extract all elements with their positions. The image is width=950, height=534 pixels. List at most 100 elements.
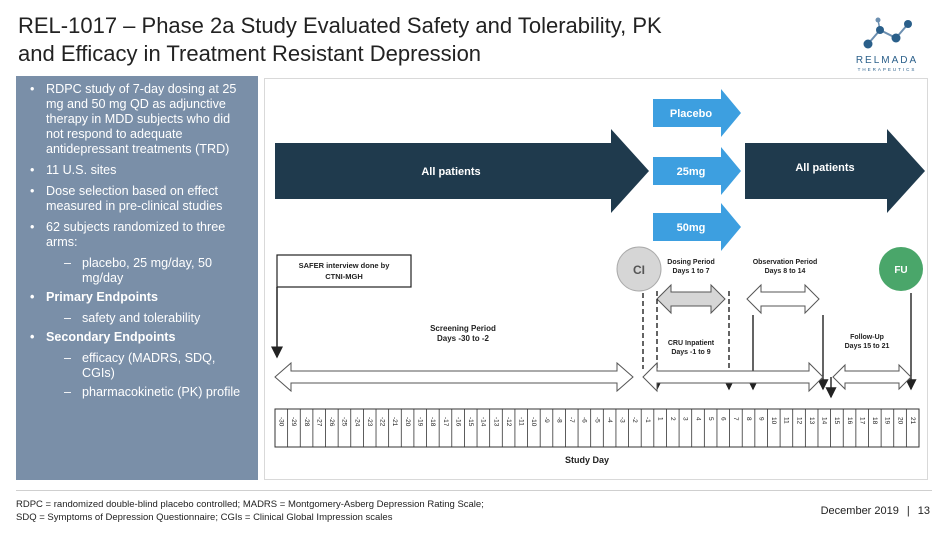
followup-period-arrow (832, 363, 912, 391)
day-tick-label: -13 (492, 417, 499, 427)
day-tick-label: -17 (442, 417, 449, 427)
dose-50mg-arrow (653, 203, 741, 251)
day-tick-label: -24 (353, 417, 360, 427)
page-number: 13 (917, 505, 930, 517)
all-patients-left-arrow (275, 129, 649, 213)
day-tick-label: -3 (619, 417, 626, 423)
dosing-line-2: Days 1 to 7 (673, 268, 710, 275)
screening-period-arrow (274, 361, 634, 393)
day-tick-label: 2 (669, 417, 676, 421)
title-line-2: and Efficacy in Treatment Resistant Depr… (18, 41, 482, 66)
day-axis-frame (274, 408, 920, 448)
day-tick-label: 4 (694, 417, 701, 421)
footnote-line-2: SDQ = Symptoms of Depression Questionnai… (16, 512, 393, 523)
day-tick-label: 11 (783, 417, 790, 424)
day-tick-label: 1 (656, 417, 663, 421)
safer-interview-box (276, 254, 412, 288)
fu-circle (879, 247, 923, 291)
day-tick-label: -23 (366, 417, 373, 427)
followup-line-1: Follow-Up (850, 334, 884, 341)
day-tick-label: -20 (404, 417, 411, 427)
company-logo: RELMADA THERAPEUTICS (838, 16, 936, 74)
placebo-arrow (653, 89, 741, 137)
screening-line-2: Days -30 to -2 (437, 334, 490, 343)
placebo-label: Placebo (670, 108, 712, 120)
page-info: December 2019 | 13 (821, 505, 930, 517)
logo-subtitle: THERAPEUTICS (857, 67, 917, 72)
bullet-sites: 11 U.S. sites (24, 163, 250, 178)
day-tick-label: -5 (593, 417, 600, 423)
dose-50mg-label: 50mg (677, 222, 706, 234)
sub-bullet-arms: placebo, 25 mg/day, 50 mg/day (24, 256, 250, 286)
sub-bullet-safety: safety and tolerability (24, 311, 250, 326)
day-tick-label: -28 (303, 417, 310, 427)
day-tick-label: -16 (454, 417, 461, 427)
study-day-axis-label: Study Day (565, 455, 609, 465)
study-design-diagram: All patients Placebo 25mg 50mg All patie… (264, 78, 928, 480)
day-tick-label: 10 (770, 417, 777, 425)
day-tick-label: -9 (543, 417, 550, 423)
day-tick-label: -18 (429, 417, 436, 427)
day-tick-label: 8 (745, 417, 752, 421)
slide-date: December 2019 (820, 505, 899, 517)
footer-divider (16, 490, 932, 491)
day-tick-label: -2 (631, 417, 638, 423)
day-tick-label: -29 (290, 417, 297, 427)
followup-line-2: Days 15 to 21 (845, 343, 890, 350)
day-tick-label: 17 (858, 417, 865, 425)
day-tick-label: -14 (480, 417, 487, 427)
day-tick-label: -25 (341, 417, 348, 427)
bullet-secondary-endpoints: Secondary Endpoints (24, 330, 250, 345)
day-tick-label: 21 (909, 417, 916, 425)
dose-25mg-arrow (653, 147, 741, 195)
ci-label: CI (633, 263, 645, 277)
day-tick-label: -30 (278, 417, 285, 427)
molecule-icon (863, 17, 912, 49)
day-tick-label: 3 (682, 417, 689, 421)
day-tick-label: 18 (871, 417, 878, 425)
day-tick-label: -1 (644, 417, 651, 423)
observation-line-2: Days 8 to 14 (765, 268, 806, 275)
ci-circle (616, 246, 662, 292)
day-tick-label: 19 (884, 417, 891, 425)
all-patients-right-arrow (745, 129, 925, 213)
day-tick-label: -19 (416, 417, 423, 427)
day-tick-label: -6 (581, 417, 588, 423)
day-tick-label: -15 (467, 417, 474, 427)
all-patients-right-label: All patients (795, 162, 854, 174)
day-tick-label: 12 (795, 417, 802, 425)
safer-line-2: CTNI-MGH (325, 272, 363, 281)
screening-line-1: Screening Period (430, 324, 496, 333)
day-tick-label: 15 (833, 417, 840, 425)
bullet-dose-selection: Dose selection based on effect measured … (24, 184, 250, 214)
day-tick-label: -27 (315, 417, 322, 427)
day-tick-label: -12 (505, 417, 512, 427)
sub-bullet-pk: pharmacokinetic (PK) profile (24, 385, 250, 400)
dosing-line-1: Dosing Period (667, 259, 714, 266)
observation-line-1: Observation Period (753, 259, 818, 266)
day-tick-label: -7 (568, 417, 575, 423)
day-tick-label: 16 (846, 417, 853, 425)
page-separator: | (906, 505, 910, 517)
all-patients-left-label: All patients (421, 166, 480, 178)
cru-line-2: Days -1 to 9 (671, 349, 710, 356)
logo-name: RELMADA (855, 55, 919, 66)
footnote-line-1: RDPC = randomized double-blind placebo c… (16, 499, 484, 510)
title-line-1: REL-1017 – Phase 2a Study Evaluated Safe… (18, 13, 662, 38)
safer-line-1: SAFER interview done by (299, 261, 391, 270)
summary-panel: RDPC study of 7-day dosing at 25 mg and … (16, 76, 258, 480)
day-tick-label: 20 (896, 417, 903, 425)
bullet-primary-endpoints: Primary Endpoints (24, 290, 250, 305)
day-tick-label: 5 (707, 417, 714, 421)
sub-bullet-efficacy: efficacy (MADRS, SDQ, CGIs) (24, 351, 250, 381)
slide-title: REL-1017 – Phase 2a Study Evaluated Safe… (18, 12, 778, 68)
day-tick-label: -22 (379, 417, 386, 427)
day-tick-label: -4 (606, 417, 613, 423)
observation-period-arrow (746, 283, 820, 315)
study-day-axis: -30-29-28-27-26-25-24-23-22-21-20-19-18-… (274, 408, 920, 448)
day-tick-label: 7 (732, 417, 739, 421)
day-tick-label: 9 (757, 417, 764, 421)
day-tick-label: -8 (555, 417, 562, 423)
day-tick-label: -10 (530, 417, 537, 427)
footnote: RDPC = randomized double-blind placebo c… (16, 498, 484, 524)
